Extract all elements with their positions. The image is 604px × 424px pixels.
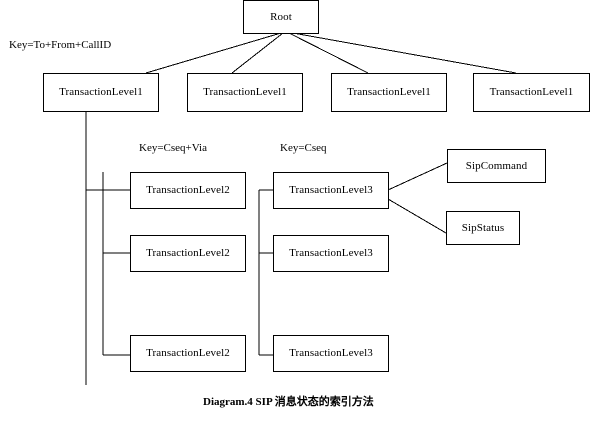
diagram-caption: Diagram.4 SIP 消息状态的索引方法	[203, 396, 374, 408]
node-transaction-level2-3[interactable]: TransactionLevel2	[130, 335, 246, 372]
node-sip-status[interactable]: SipStatus	[446, 211, 520, 245]
node-root-label: Root	[270, 10, 292, 23]
edge-level3-to-sipcommand	[387, 162, 448, 191]
key-cseq: Key=Cseq	[280, 142, 327, 154]
node-transaction-level3-2-label: TransactionLevel3	[289, 247, 373, 259]
edge-level3-to-sipstatus	[387, 198, 447, 234]
edge-root-to-level1-3	[288, 32, 369, 74]
node-transaction-level1-3-label: TransactionLevel1	[347, 86, 431, 98]
node-root[interactable]: Root	[243, 0, 319, 34]
node-transaction-level1-3[interactable]: TransactionLevel1	[331, 73, 447, 112]
node-transaction-level3-1-label: TransactionLevel3	[289, 184, 373, 196]
edge-root-to-level1-2	[231, 32, 284, 74]
node-transaction-level1-1-label: TransactionLevel1	[59, 86, 143, 98]
edge-root-to-level1-4	[292, 32, 517, 74]
node-transaction-level1-1[interactable]: TransactionLevel1	[43, 73, 159, 112]
node-transaction-level3-1[interactable]: TransactionLevel3	[273, 172, 389, 209]
node-sip-command-label: SipCommand	[465, 159, 528, 172]
edge-root-to-level1-1	[145, 32, 282, 74]
key-to-from-callid: Key=To+From+CallID	[9, 39, 112, 51]
node-transaction-level1-2[interactable]: TransactionLevel1	[187, 73, 303, 112]
node-sip-command[interactable]: SipCommand	[447, 149, 546, 183]
node-transaction-level1-4[interactable]: TransactionLevel1	[473, 73, 590, 112]
node-transaction-level1-4-label: TransactionLevel1	[489, 86, 574, 98]
node-sip-status-label: SipStatus	[461, 221, 505, 234]
node-transaction-level1-2-label: TransactionLevel1	[203, 86, 287, 98]
node-transaction-level2-1-label: TransactionLevel2	[146, 184, 230, 196]
node-transaction-level2-2-label: TransactionLevel2	[146, 247, 230, 259]
node-transaction-level3-3-label: TransactionLevel3	[289, 347, 373, 359]
node-transaction-level3-2[interactable]: TransactionLevel3	[273, 235, 389, 272]
node-transaction-level2-3-label: TransactionLevel2	[146, 347, 230, 359]
node-transaction-level2-1[interactable]: TransactionLevel2	[130, 172, 246, 209]
key-cseq-via: Key=Cseq+Via	[139, 142, 207, 154]
node-transaction-level3-3[interactable]: TransactionLevel3	[273, 335, 389, 372]
node-transaction-level2-2[interactable]: TransactionLevel2	[130, 235, 246, 272]
